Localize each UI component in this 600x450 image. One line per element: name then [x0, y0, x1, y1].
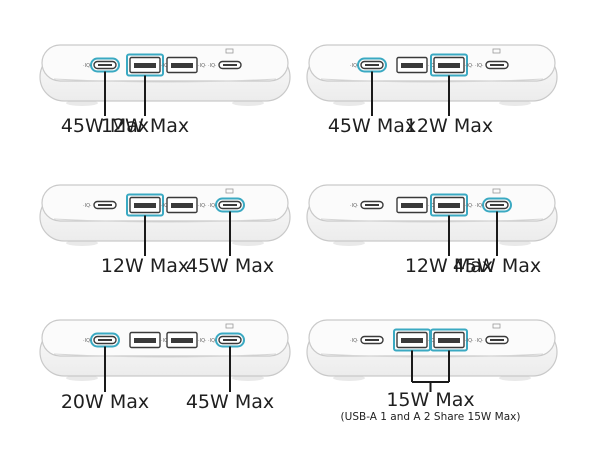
iq-badge: ·IQ· — [475, 338, 484, 344]
power-bank-panel: ·IQ··IQ··IQ··IQ·15W Max(USB-A 1 and A 2 … — [306, 319, 558, 423]
device-seam — [320, 353, 544, 358]
usb-c-port-tongue — [223, 204, 237, 206]
usb-c-port-tongue — [223, 339, 237, 341]
iq-badge: ·IQ· — [208, 63, 217, 69]
usb-a-port-tongue — [134, 338, 156, 343]
power-label: 45W Max — [453, 255, 541, 277]
usb-a-port-tongue — [171, 203, 193, 208]
iq-badge: ·IQ· — [428, 338, 437, 344]
power-label: 12W Max — [405, 115, 493, 137]
usb-c-port-tongue — [365, 204, 379, 206]
indicator-icon — [225, 188, 234, 194]
iq-badge: ·IQ· — [198, 203, 207, 209]
device-seam — [320, 78, 544, 83]
iq-badge: ·IQ· — [465, 338, 474, 344]
device-seam — [53, 353, 277, 358]
shared-power-note: (USB-A 1 and A 2 Share 15W Max) — [341, 411, 521, 423]
usb-c-port-tongue — [490, 204, 504, 206]
usb-c-port-tongue — [223, 64, 237, 66]
iq-badge: ·IQ· — [350, 203, 359, 209]
power-label: 45W Max — [328, 115, 416, 137]
power-label: 45W Max — [186, 255, 274, 277]
iq-badge: ·IQ· — [428, 63, 437, 69]
usb-c-port-tongue — [365, 64, 379, 66]
device-seam — [53, 218, 277, 223]
usb-c-port-tongue — [98, 339, 112, 341]
usb-c-port-tongue — [490, 339, 504, 341]
iq-badge: ·IQ· — [465, 63, 474, 69]
usb-a-port-tongue — [401, 203, 423, 208]
power-label: 45W Max — [186, 391, 274, 413]
iq-badge: ·IQ· — [83, 203, 92, 209]
power-label: 45W Max — [61, 115, 149, 137]
iq-badge: ·IQ· — [83, 338, 92, 344]
usb-a-port-tongue — [401, 63, 423, 68]
device-seam — [320, 218, 544, 223]
iq-badge: ·IQ· — [208, 203, 217, 209]
power-label: 20W Max — [61, 391, 149, 413]
usb-a-port-tongue — [134, 63, 156, 68]
usb-a-port-tongue — [401, 338, 423, 343]
power-label: 15W Max — [386, 389, 474, 411]
indicator-icon — [492, 323, 501, 329]
iq-badge: ·IQ· — [350, 338, 359, 344]
usb-c-port-tongue — [365, 339, 379, 341]
indicator-icon — [492, 188, 501, 194]
indicator-icon — [492, 48, 501, 54]
iq-badge: ·IQ· — [350, 63, 359, 69]
usb-c-port-tongue — [98, 204, 112, 206]
usb-c-port-tongue — [490, 64, 504, 66]
power-label: 12W Max — [405, 255, 493, 277]
iq-badge: ·IQ· — [83, 63, 92, 69]
indicator-icon — [225, 48, 234, 54]
iq-badge: ·IQ· — [198, 338, 207, 344]
usb-c-port-tongue — [98, 64, 112, 66]
usb-a-port-tongue — [134, 203, 156, 208]
power-label: 12W Max — [101, 255, 189, 277]
usb-a-port-tongue — [438, 63, 460, 68]
iq-badge: ·IQ· — [198, 63, 207, 69]
indicator-icon — [225, 323, 234, 329]
usb-a-port-tongue — [171, 63, 193, 68]
iq-badge: ·IQ· — [475, 203, 484, 209]
iq-badge: ·IQ· — [161, 203, 170, 209]
iq-badge: ·IQ· — [161, 338, 170, 344]
iq-badge: ·IQ· — [161, 63, 170, 69]
usb-a-port-tongue — [438, 203, 460, 208]
iq-badge: ·IQ· — [475, 63, 484, 69]
iq-badge: ·IQ· — [208, 338, 217, 344]
usb-a-port-tongue — [171, 338, 193, 343]
usb-a-port-tongue — [438, 338, 460, 343]
iq-badge: ·IQ· — [428, 203, 437, 209]
iq-badge: ·IQ· — [465, 203, 474, 209]
device-seam — [53, 78, 277, 83]
power-label: 12W Max — [101, 115, 189, 137]
